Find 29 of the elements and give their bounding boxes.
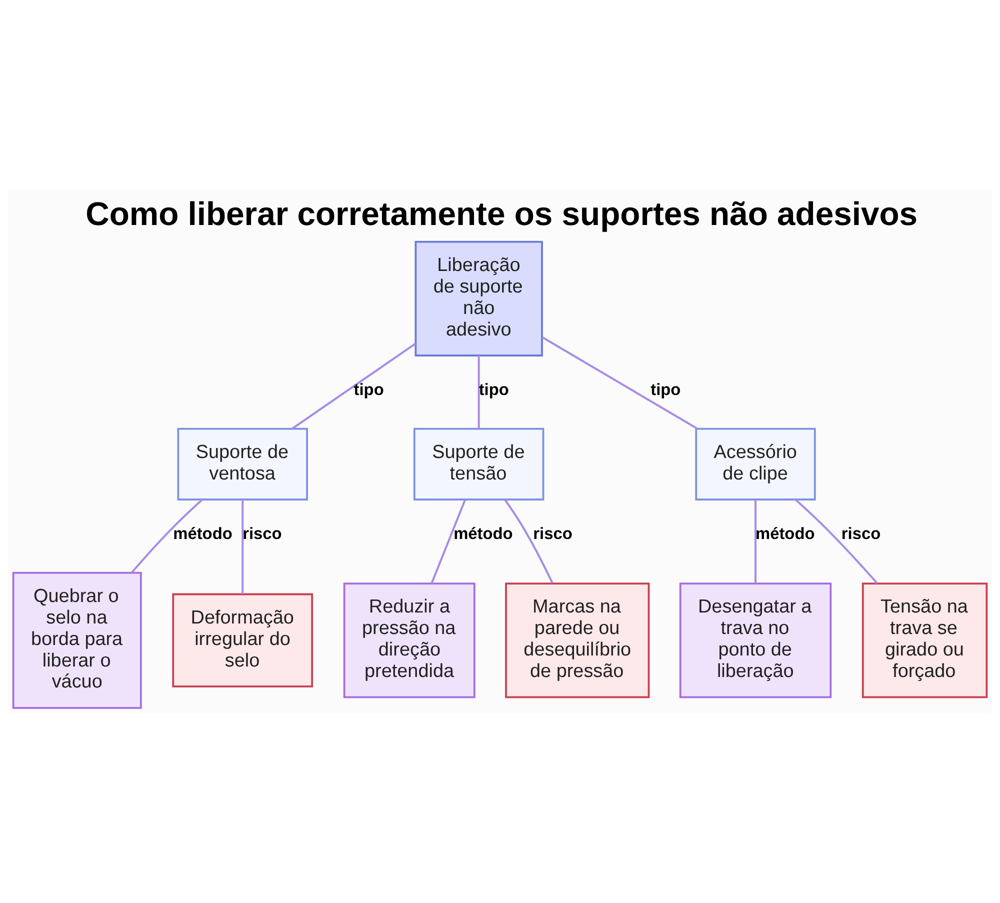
edge-label: método [756,525,815,544]
edge-label: risco [841,525,881,544]
connector [130,498,204,574]
node-box: Suporte de tensão [413,428,544,500]
node-box: Quebrar o selo na borda para liberar o vácuo [12,572,142,709]
node-box: Reduzir a pressão na direção pretendida [343,582,476,698]
connector [292,342,416,430]
node-box: Suporte de ventosa [177,428,308,500]
node-box: Acessório de clipe [695,428,816,500]
node-box: Marcas na parede ou desequilíbrio de pressão [505,582,650,698]
edge-label: tipo [354,381,384,400]
connector [242,500,244,594]
edge-label: método [173,525,232,544]
node-box: Deformação irregular do selo [172,593,314,688]
connector [794,498,878,584]
node-box: Liberação de suporte não adesivo [414,240,543,356]
connector [754,500,756,584]
node-box: Desengatar a trava no ponto de liberação [679,582,832,698]
edge-label: risco [533,525,572,544]
connector [542,336,698,430]
diagram-title: Como liberar corretamente os suportes não adesivos [86,195,918,232]
connector [430,499,466,584]
connector [478,356,480,428]
node-box: Tensão na trava se girado ou forçado [862,582,988,698]
edge-label: método [454,525,513,544]
edge-label: risco [242,525,282,544]
edge-label: tipo [478,381,509,400]
connector [504,499,554,584]
edge-label: tipo [650,381,681,400]
